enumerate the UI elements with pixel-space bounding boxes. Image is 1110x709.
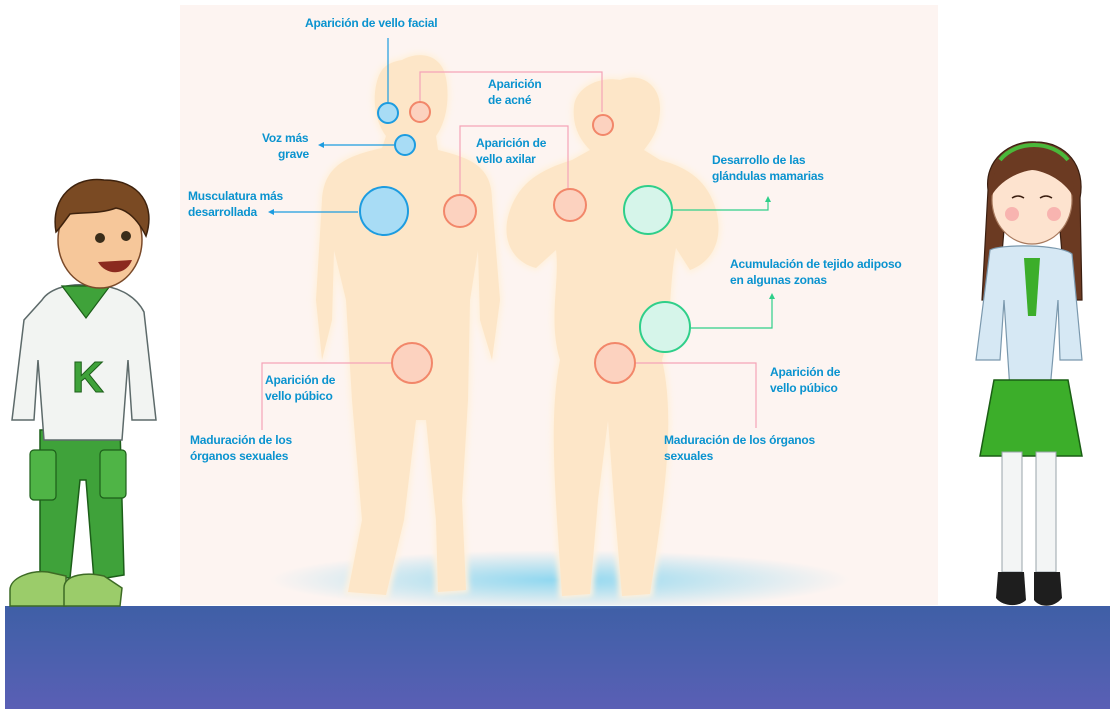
marker-mammary <box>623 185 673 235</box>
label-acne: Aparición de acné <box>488 77 542 107</box>
marker-pubic-female <box>594 342 636 384</box>
marker-armpit-female <box>553 188 587 222</box>
boy-character: K <box>9 178 157 607</box>
label-facial-hair: Aparición de vello facial <box>305 16 438 30</box>
label-mammary: Desarrollo de las glándulas mamarias <box>712 153 824 183</box>
male-silhouette <box>312 52 504 599</box>
arrow-voice <box>318 142 324 148</box>
marker-adipose <box>639 301 691 353</box>
marker-armpit-male <box>443 194 477 228</box>
arrow-muscle <box>268 209 274 215</box>
connector-pubic-male <box>261 362 394 430</box>
marker-voice <box>394 134 416 156</box>
connector-pubic-female <box>636 362 757 428</box>
label-organs-female: Maduración de los órganos sexuales <box>664 433 816 463</box>
marker-facial-hair <box>377 102 399 124</box>
marker-acne-female <box>592 114 614 136</box>
connector-mammary <box>672 200 769 211</box>
arrow-mammary <box>765 196 771 202</box>
marker-muscle <box>359 186 409 236</box>
boy-shirt-letter: K <box>72 353 104 402</box>
marker-pubic-male <box>391 342 433 384</box>
label-pubic-hair-male: Aparición de vello púbico <box>265 373 336 403</box>
label-organs-male: Maduración de los órganos sexuales <box>190 433 292 463</box>
connector-acne <box>419 71 603 112</box>
connector-adipose <box>690 298 773 329</box>
label-armpit-hair: Aparición de vello axilar <box>476 136 547 166</box>
arrow-adipose <box>769 293 775 299</box>
girl-character <box>975 141 1083 606</box>
label-muscle: Musculatura más desarrollada <box>188 189 284 219</box>
marker-acne-male <box>409 101 431 123</box>
connector-armpit <box>459 125 569 196</box>
floor-band <box>5 606 1110 709</box>
label-adipose: Acumulación de tejido adiposo en algunas… <box>730 257 902 287</box>
label-voice: Voz más grave <box>262 131 310 161</box>
label-pubic-hair-female: Aparición de vello púbico <box>770 365 841 395</box>
